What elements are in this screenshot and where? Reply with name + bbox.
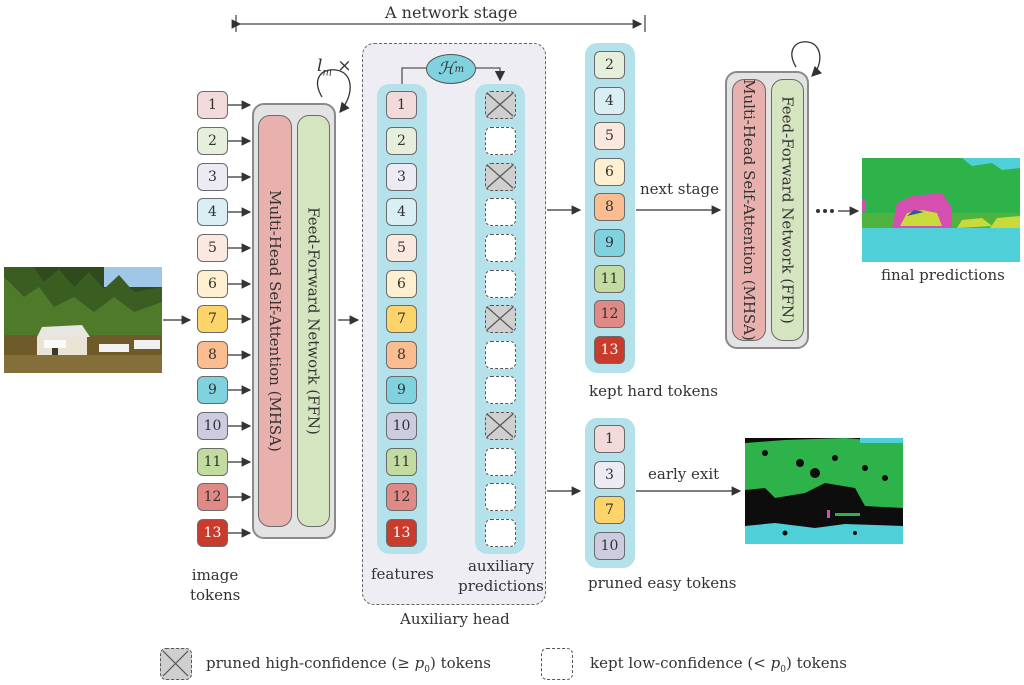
loop-arrow bbox=[317, 69, 351, 114]
kept-prediction bbox=[485, 270, 516, 298]
continuation-dots bbox=[816, 209, 834, 213]
image-token: 9 bbox=[197, 376, 228, 404]
image-token: 4 bbox=[197, 198, 228, 226]
feature-token: 2 bbox=[386, 127, 417, 155]
image-token: 13 bbox=[197, 519, 228, 547]
kept-prediction bbox=[485, 376, 516, 404]
transformer-block: Multi-Head Self-Attention (MHSA) Feed-Fo… bbox=[252, 103, 336, 539]
ffn-layer-next: Feed-Forward Network (FFN) bbox=[771, 79, 804, 341]
token: 1 bbox=[594, 425, 625, 453]
token: 7 bbox=[594, 496, 625, 525]
auxiliary-head-label: Auxiliary head bbox=[400, 610, 510, 628]
image-token: 11 bbox=[197, 448, 228, 476]
token: 3 bbox=[594, 460, 625, 489]
image-token: 10 bbox=[197, 412, 228, 440]
kept-prediction bbox=[485, 341, 516, 369]
image-token: 7 bbox=[197, 305, 228, 333]
kept-prediction bbox=[485, 127, 516, 155]
feature-token: 7 bbox=[386, 305, 417, 333]
mhsa-layer: Multi-Head Self-Attention (MHSA) bbox=[258, 115, 292, 527]
feature-token: 13 bbox=[386, 519, 417, 547]
image-token: 2 bbox=[197, 127, 228, 155]
token: 9 bbox=[594, 229, 625, 257]
legend-pruned-label: pruned high-confidence (≥ p0) tokens bbox=[206, 654, 491, 675]
feature-token: 9 bbox=[386, 376, 417, 404]
loop-arrow-next bbox=[791, 41, 823, 77]
image-token: 3 bbox=[197, 163, 228, 191]
feature-token: 10 bbox=[386, 412, 417, 440]
final-predictions-label: final predictions bbox=[881, 266, 1005, 284]
mhsa-layer-next: Multi-Head Self-Attention (MHSA) bbox=[732, 79, 766, 341]
token: 8 bbox=[594, 193, 625, 222]
feature-token: 11 bbox=[386, 448, 417, 476]
kept-prediction bbox=[485, 519, 516, 547]
kept-prediction bbox=[485, 448, 516, 476]
image-token: 6 bbox=[197, 270, 228, 298]
feature-token: 8 bbox=[386, 341, 417, 369]
feature-token: 12 bbox=[386, 483, 417, 511]
token: 13 bbox=[594, 335, 625, 364]
pruned-prediction bbox=[485, 412, 516, 440]
feature-token: 6 bbox=[386, 270, 417, 298]
image-tokens-label: image tokens bbox=[190, 566, 241, 604]
kept-prediction bbox=[485, 198, 516, 226]
token: 10 bbox=[594, 531, 625, 560]
token: 12 bbox=[594, 300, 625, 329]
legend-kept-label: kept low-confidence (< p0) tokens bbox=[590, 654, 847, 675]
early-exit-map bbox=[745, 438, 903, 544]
token: 2 bbox=[594, 51, 625, 79]
pruned-tokens-label: pruned easy tokens bbox=[588, 574, 737, 592]
image-token: 8 bbox=[197, 341, 228, 369]
head-to-predictions bbox=[476, 67, 506, 82]
features-label: features bbox=[371, 565, 434, 583]
ffn-layer: Feed-Forward Network (FFN) bbox=[297, 115, 330, 527]
token: 4 bbox=[594, 86, 625, 115]
pruned-prediction bbox=[485, 305, 516, 333]
image-token: 12 bbox=[197, 483, 228, 511]
feature-token: 4 bbox=[386, 198, 417, 226]
pruned-prediction bbox=[485, 91, 516, 119]
token: 5 bbox=[594, 122, 625, 151]
stage-title: A network stage bbox=[385, 3, 518, 22]
early-exit-label: early exit bbox=[648, 465, 720, 483]
kept-prediction bbox=[485, 234, 516, 262]
feature-token: 5 bbox=[386, 234, 417, 262]
features-to-head bbox=[401, 67, 426, 84]
aux-predictions-label: auxiliary predictions bbox=[458, 557, 544, 595]
input-image bbox=[4, 267, 162, 373]
feature-token: 3 bbox=[386, 163, 417, 191]
image-token: 1 bbox=[197, 91, 228, 119]
legend-pruned-swatch bbox=[160, 648, 192, 680]
token-arrows bbox=[228, 100, 252, 538]
next-stage-label: next stage bbox=[640, 180, 719, 198]
image-token: 5 bbox=[197, 234, 228, 262]
pruned-prediction bbox=[485, 163, 516, 191]
feature-token: 1 bbox=[386, 91, 417, 119]
token: 6 bbox=[594, 157, 625, 186]
kept-prediction bbox=[485, 483, 516, 511]
token: 11 bbox=[594, 264, 625, 293]
final-predictions-map bbox=[862, 158, 1020, 262]
legend-kept-swatch bbox=[541, 648, 573, 680]
kept-tokens-label: kept hard tokens bbox=[589, 382, 718, 400]
next-stage-block: Multi-Head Self-Attention (MHSA) Feed-Fo… bbox=[725, 71, 809, 349]
